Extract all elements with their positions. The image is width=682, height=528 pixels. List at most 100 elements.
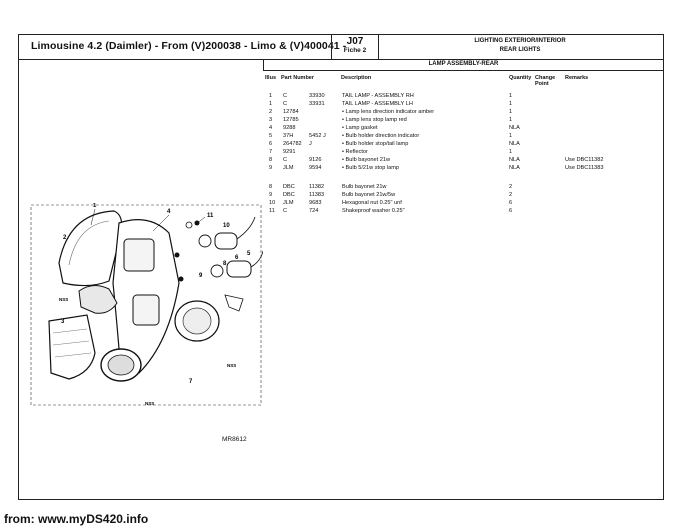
col-change-point: Change Point bbox=[535, 75, 556, 87]
parts-row: 11 C 724 Shakeproof washer 0.25" 6 bbox=[19, 207, 665, 215]
part-number: 11382 bbox=[309, 184, 325, 190]
part-quantity: NLA bbox=[509, 165, 520, 171]
part-prefix: 12785 bbox=[283, 117, 299, 123]
section-box: LIGHTING EXTERIOR/INTERIOR REAR LIGHTS bbox=[377, 35, 663, 59]
part-prefix: C bbox=[283, 208, 288, 214]
part-number: 724 bbox=[309, 208, 319, 214]
part-remarks: Use DBC11383 bbox=[565, 165, 604, 171]
part-description: Bulb bayonet 21w bbox=[342, 184, 387, 190]
illus-number: 7 bbox=[269, 149, 273, 155]
callout-nss-3: NSS bbox=[145, 401, 154, 406]
part-number: 33930 bbox=[309, 93, 325, 99]
fiche-number: Fiche 2 bbox=[343, 47, 367, 54]
page-title: Limousine 4.2 (Daimler) - From (V)200038… bbox=[31, 40, 347, 52]
part-quantity: 6 bbox=[509, 200, 513, 206]
section-name: LIGHTING EXTERIOR/INTERIOR bbox=[474, 38, 566, 44]
part-description: Bulb bayonet 21w/5w bbox=[342, 192, 396, 198]
part-quantity: NLA bbox=[509, 125, 520, 131]
part-description: • Bulb holder stop/tail lamp bbox=[342, 141, 409, 147]
part-number: 33931 bbox=[309, 101, 325, 107]
illus-number: 1 bbox=[269, 101, 273, 107]
illus-number: 11 bbox=[269, 208, 275, 214]
col-illus: Illus bbox=[265, 75, 277, 81]
part-description: TAIL LAMP - ASSEMBLY LH bbox=[342, 101, 413, 107]
illus-number: 3 bbox=[269, 117, 273, 123]
illus-number: 4 bbox=[269, 125, 273, 131]
part-prefix: DBC bbox=[283, 192, 295, 198]
callout-9: 9 bbox=[199, 273, 203, 279]
part-prefix: 9288 bbox=[283, 125, 296, 131]
part-prefix: 12784 bbox=[283, 109, 299, 115]
part-prefix: C bbox=[283, 93, 288, 99]
section-code: J07 bbox=[346, 36, 364, 47]
part-prefix: JLM bbox=[283, 200, 294, 206]
diagram-reference: MR8612 bbox=[222, 436, 247, 443]
callout-3: 3 bbox=[61, 319, 65, 325]
callout-11: 11 bbox=[207, 213, 214, 219]
parts-row: 5 37H 5452 J • Bulb holder direction indica… bbox=[19, 132, 665, 140]
part-prefix: JLM bbox=[283, 165, 294, 171]
illus-number: 6 bbox=[269, 141, 273, 147]
subsection-name: REAR LIGHTS bbox=[499, 47, 541, 53]
part-remarks: Use DBC11382 bbox=[565, 157, 604, 163]
part-description: TAIL LAMP - ASSEMBLY RH bbox=[342, 93, 414, 99]
illus-number: 5 bbox=[269, 133, 273, 139]
part-description: • Lamp lens stop lamp red bbox=[342, 117, 407, 123]
part-description: • Lamp lens direction indicator amber bbox=[342, 109, 435, 115]
parts-row: 8 C 9126 • Bulb bayonet 21w NLA Use DBC11382 bbox=[19, 156, 665, 164]
callout-nss-2: NSS bbox=[227, 363, 236, 368]
illus-number: 8 bbox=[269, 157, 273, 163]
part-quantity: 1 bbox=[509, 101, 513, 107]
part-quantity: 1 bbox=[509, 133, 513, 139]
col-quantity: Quantity bbox=[509, 75, 532, 81]
part-number: J bbox=[309, 141, 312, 147]
callout-nss-1: NSS bbox=[59, 297, 68, 302]
part-number: 9126 bbox=[309, 157, 322, 163]
part-number: 9683 bbox=[309, 200, 322, 206]
parts-row: 1 C 33930 TAIL LAMP - ASSEMBLY RH 1 bbox=[19, 92, 665, 100]
parts-row: 8 DBC 11382 Bulb bayonet 21w 2 bbox=[19, 183, 665, 191]
part-quantity: 6 bbox=[509, 208, 513, 214]
col-description: Description bbox=[341, 75, 372, 81]
part-quantity: 1 bbox=[509, 117, 513, 123]
part-quantity: 2 bbox=[509, 192, 513, 198]
parts-row: 3 12785 • Lamp lens stop lamp red 1 bbox=[19, 116, 665, 124]
fiche-code-box: J07 Fiche 2 bbox=[331, 35, 379, 59]
part-prefix: C bbox=[283, 101, 288, 107]
part-prefix: 264782 bbox=[283, 141, 302, 147]
part-quantity: NLA bbox=[509, 141, 520, 147]
callout-4: 4 bbox=[167, 209, 171, 215]
callout-8: 8 bbox=[223, 261, 227, 267]
parts-row: 6 264782 J • Bulb holder stop/tail lamp NLA bbox=[19, 140, 665, 148]
part-description: • Bulb 5/21w stop lamp bbox=[342, 165, 399, 171]
part-description: • Bulb holder direction indicator bbox=[342, 133, 420, 139]
part-prefix: 37H bbox=[283, 133, 294, 139]
callout-7: 7 bbox=[189, 379, 193, 385]
part-quantity: NLA bbox=[509, 157, 520, 163]
parts-row: 2 12784 • Lamp lens direction indicator am… bbox=[19, 108, 665, 116]
illus-number: 1 bbox=[269, 93, 273, 99]
illus-number: 9 bbox=[269, 165, 273, 171]
part-quantity: 1 bbox=[509, 109, 513, 115]
part-number: 9594 bbox=[309, 165, 322, 171]
callout-1: 1 bbox=[93, 203, 97, 209]
part-quantity: 2 bbox=[509, 184, 513, 190]
part-quantity: 1 bbox=[509, 93, 513, 99]
illus-number: 2 bbox=[269, 109, 273, 115]
callout-5: 5 bbox=[247, 251, 251, 257]
parts-row: 9 JLM 9594 • Bulb 5/21w stop lamp NLA Use DBC… bbox=[19, 164, 665, 172]
part-prefix: C bbox=[283, 157, 288, 163]
part-description: • Reflector bbox=[342, 149, 368, 155]
part-description: • Bulb bayonet 21w bbox=[342, 157, 390, 163]
illus-number: 8 bbox=[269, 184, 273, 190]
col-remarks: Remarks bbox=[565, 75, 589, 81]
callout-2: 2 bbox=[63, 235, 67, 241]
sheet-header: Limousine 4.2 (Daimler) - From (V)200038… bbox=[19, 35, 663, 60]
part-description: Shakeproof washer 0.25" bbox=[342, 208, 405, 214]
part-prefix: DBC bbox=[283, 184, 295, 190]
part-number: 5452 J bbox=[309, 133, 326, 139]
part-quantity: 1 bbox=[509, 149, 513, 155]
